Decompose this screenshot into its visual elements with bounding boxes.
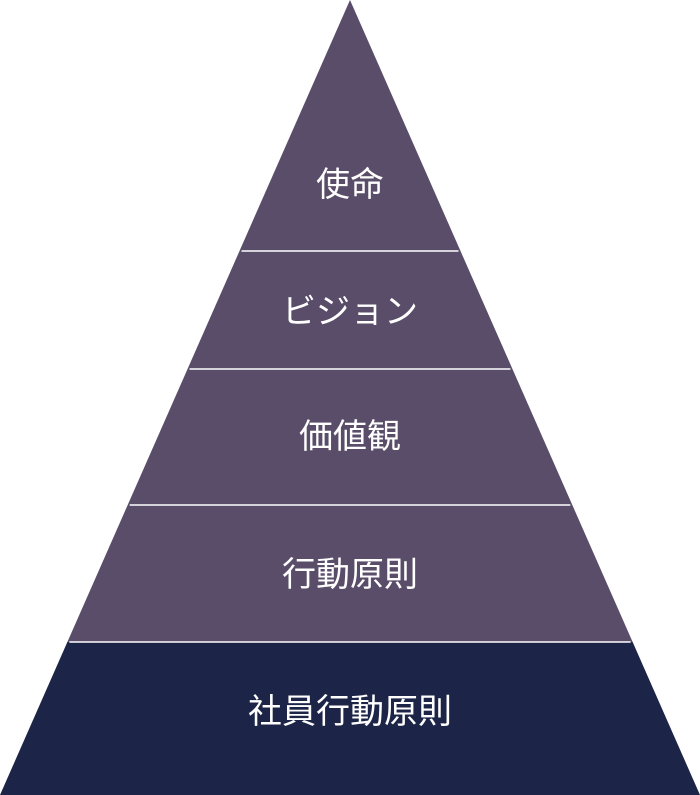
tier-label-values: 価値観 [299,417,401,457]
tier-label-vision: ビジョン [282,292,418,332]
tier-shape-mission [239,0,461,251]
tier-label-mission: 使命 [316,165,384,205]
tier-label-employee-action-principles: 社員行動原則 [248,692,452,732]
tier-shape-employee-action-principles [0,642,700,795]
tier-label-action-principles: 行動原則 [282,555,418,595]
tier-shape-vision [187,251,513,369]
tier-shape-action-principles [67,505,633,642]
tier-shape-values [127,369,573,505]
